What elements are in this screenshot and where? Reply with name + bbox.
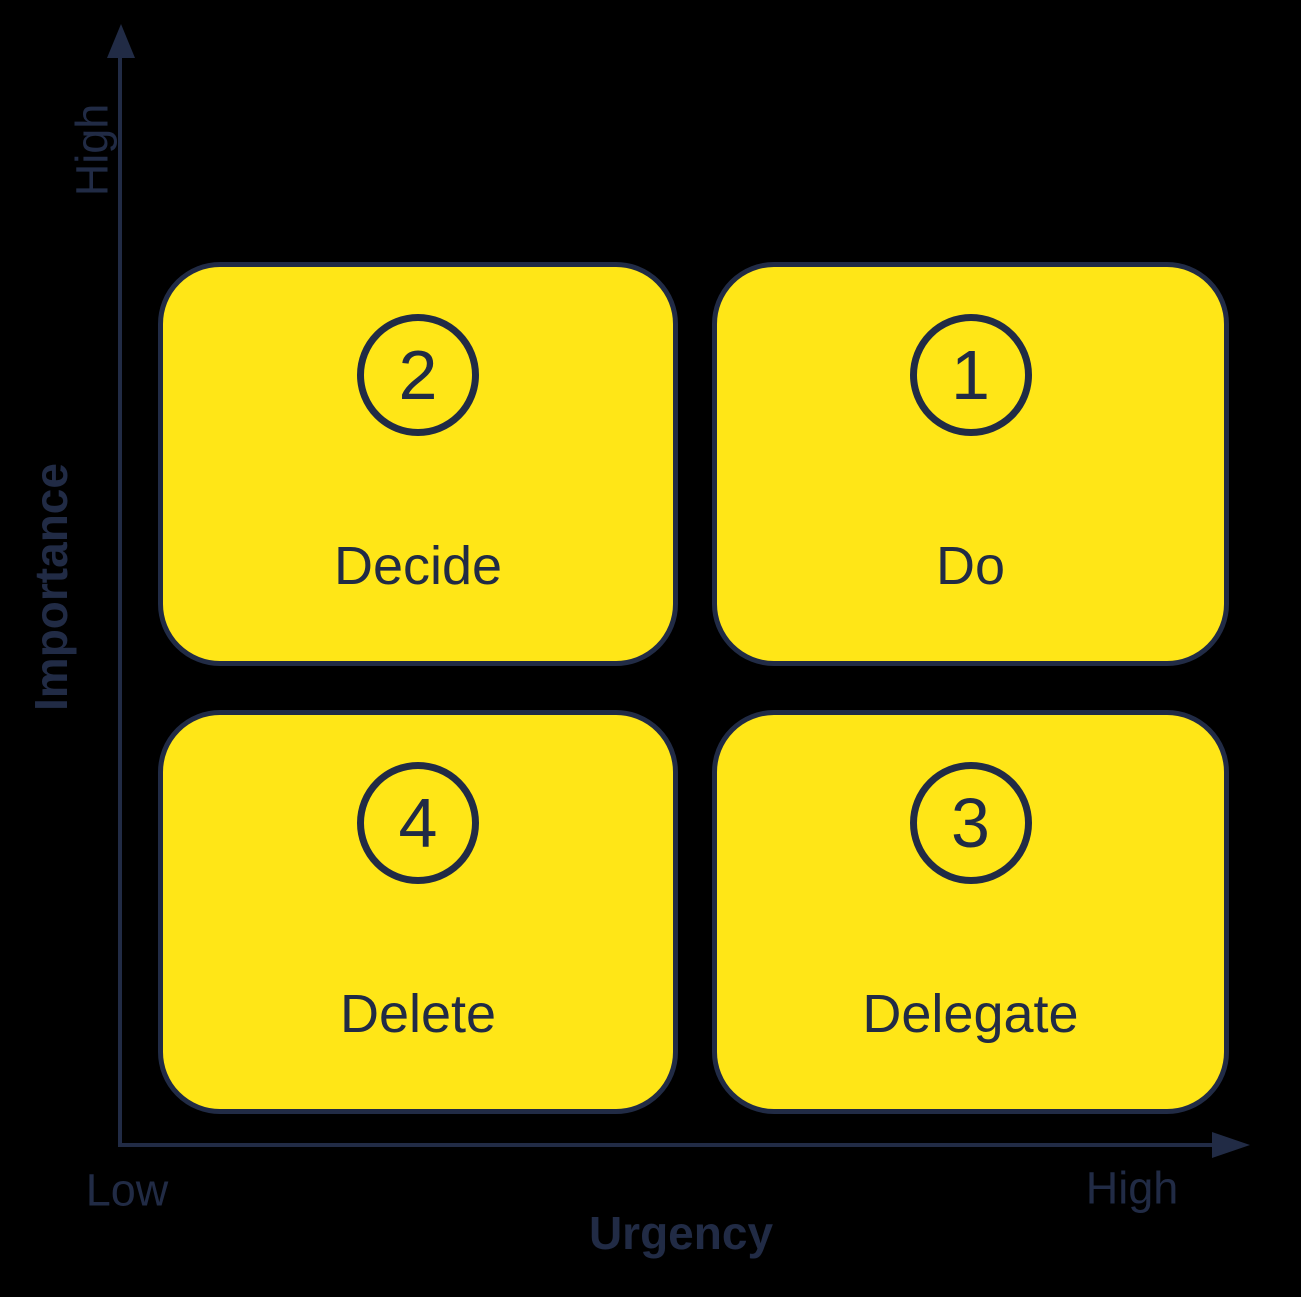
y-axis-line: [118, 44, 122, 1147]
x-axis-low-label: Low: [85, 1164, 169, 1216]
quadrant-delegate: 3 Delegate: [712, 710, 1229, 1114]
quadrant-delegate-number-badge: 3: [909, 762, 1032, 884]
y-axis-title: Importance: [25, 463, 77, 711]
quadrant-delegate-number: 3: [951, 784, 990, 862]
quadrant-decide: 2 Decide: [158, 262, 678, 666]
x-axis-high-label: High: [1085, 1162, 1179, 1214]
quadrant-do: 1 Do: [712, 262, 1229, 666]
quadrant-decide-number-badge: 2: [357, 314, 479, 436]
quadrant-decide-label: Decide: [333, 536, 503, 596]
x-axis-arrow-icon: [1212, 1132, 1250, 1158]
quadrant-do-number-badge: 1: [909, 314, 1032, 436]
quadrant-delegate-label: Delegate: [862, 984, 1079, 1044]
quadrant-delete-label: Delete: [339, 984, 497, 1044]
y-axis-high-label: High: [66, 103, 118, 197]
y-axis-arrow-icon: [107, 24, 135, 58]
x-axis-line: [118, 1143, 1214, 1147]
quadrant-delete: 4 Delete: [158, 710, 678, 1114]
quadrant-delete-number-badge: 4: [357, 762, 479, 884]
quadrant-delete-number: 4: [398, 784, 438, 862]
quadrant-decide-number: 2: [398, 336, 438, 414]
quadrant-do-number: 1: [951, 336, 990, 414]
x-axis-title: Urgency: [588, 1207, 774, 1259]
quadrant-do-label: Do: [935, 536, 1006, 596]
